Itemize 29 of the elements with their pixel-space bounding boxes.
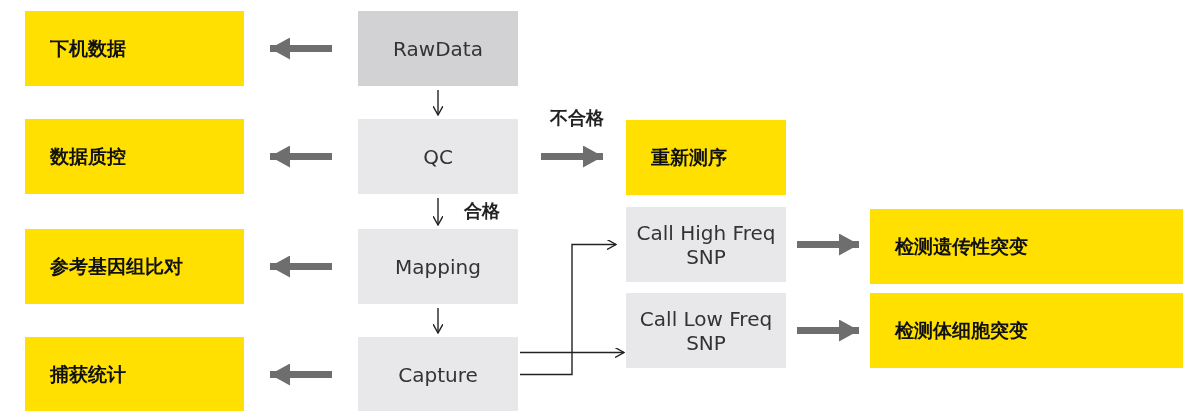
process-box: [358, 11, 518, 86]
edge-label: 不合格: [548, 106, 606, 130]
result-box: [25, 119, 244, 194]
box-text: 检测体细胞突变: [895, 319, 1028, 342]
box-text: 参考基因组比对: [50, 255, 183, 278]
result-box: [25, 11, 244, 86]
result-box: [870, 209, 1183, 284]
result-box: [870, 293, 1183, 368]
box-text: Call Low Freq SNP: [638, 306, 774, 355]
result-box: [626, 120, 786, 195]
box-text: Capture: [398, 362, 478, 387]
process-box: [626, 293, 786, 368]
result-box: [25, 229, 244, 304]
box-text: QC: [423, 144, 453, 169]
box-text: 检测遗传性突变: [895, 235, 1028, 258]
result-box: [25, 337, 244, 411]
arrow: [519, 346, 625, 359]
box-text: RawData: [393, 36, 483, 61]
box-text: 数据质控: [50, 145, 126, 168]
box-text: 下机数据: [50, 37, 126, 60]
arrow: [519, 238, 617, 376]
edge-label: 合格: [462, 199, 502, 223]
arrow: [432, 307, 444, 334]
box-text: Mapping: [395, 254, 481, 279]
arrow: [432, 89, 444, 116]
arrow: [432, 197, 444, 226]
box-text: 捕获统计: [50, 363, 126, 386]
box-text: Call High Freq SNP: [636, 220, 776, 269]
box-text: 重新测序: [651, 146, 727, 169]
